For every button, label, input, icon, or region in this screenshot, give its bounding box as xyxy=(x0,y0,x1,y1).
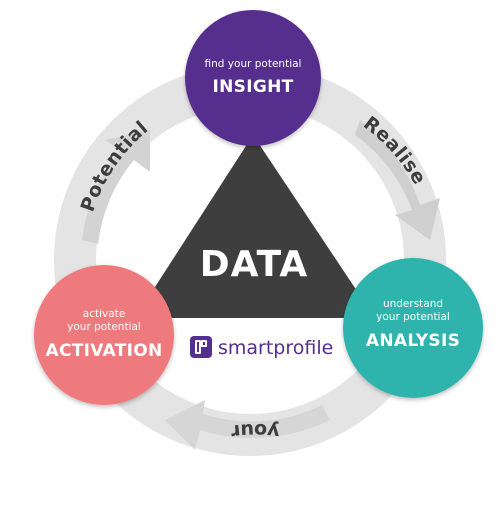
node-insight xyxy=(185,10,321,146)
node-activation xyxy=(34,265,174,405)
smartprofile-logo-icon xyxy=(190,336,212,358)
ring-segment-right xyxy=(355,120,440,240)
brand-name: smartprofile xyxy=(218,337,333,359)
activation-subtitle-line2: your potential xyxy=(67,321,141,333)
ring-segment-left xyxy=(82,130,150,244)
insight-title: INSIGHT xyxy=(213,77,294,97)
insight-subtitle: find your potential xyxy=(205,58,302,70)
activation-subtitle-line1: activate xyxy=(83,308,125,320)
analysis-title: ANALYSIS xyxy=(366,331,460,351)
analysis-subtitle-line2: your potential xyxy=(376,311,450,323)
cycle-label-your: your xyxy=(229,419,280,443)
data-triangle xyxy=(135,135,375,318)
analysis-subtitle-line1: understand xyxy=(383,298,443,310)
node-analysis xyxy=(343,258,483,398)
activation-title: ACTIVATION xyxy=(46,341,163,361)
center-label: DATA xyxy=(200,244,309,285)
ring-segment-bottom xyxy=(165,400,330,450)
